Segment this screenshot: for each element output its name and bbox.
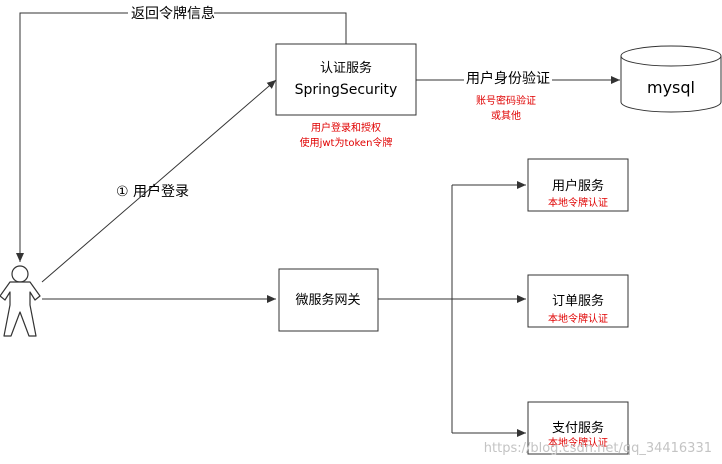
order-service-note: 本地令牌认证	[548, 312, 608, 325]
gateway-node: 微服务网关	[278, 268, 379, 332]
order-service-label: 订单服务	[552, 293, 604, 309]
user-service-node: 用户服务 本地令牌认证	[527, 158, 629, 212]
mysql-label: mysql	[647, 78, 695, 97]
identity-verify-label: 用户身份验证	[466, 70, 550, 87]
auth-service-note-2: 使用jwt为token令牌	[300, 136, 393, 149]
auth-service-subtitle: SpringSecurity	[295, 82, 398, 98]
auth-service-note-1: 用户登录和授权	[311, 121, 381, 134]
user-actor-icon	[0, 265, 41, 337]
login-line	[41, 79, 277, 283]
watermark-text: https://blog.csdn.net/qq_34416331	[484, 441, 712, 456]
auth-service-node: 认证服务 SpringSecurity	[275, 43, 417, 116]
return-token-label: 返回令牌信息	[131, 5, 215, 22]
pay-service-node: 支付服务 本地令牌认证	[527, 401, 629, 455]
pay-service-label: 支付服务	[552, 420, 604, 436]
gateway-label: 微服务网关	[295, 292, 360, 308]
mysql-database-node: mysql	[620, 45, 722, 113]
order-service-node: 订单服务 本地令牌认证	[527, 274, 629, 328]
user-service-label: 用户服务	[552, 178, 604, 194]
account-password-note: 账号密码验证	[476, 94, 536, 107]
user-service-note: 本地令牌认证	[548, 196, 608, 209]
user-login-label: ① 用户登录	[116, 183, 189, 200]
auth-service-title: 认证服务	[320, 60, 372, 76]
pay-service-note: 本地令牌认证	[548, 436, 608, 449]
or-other-note: 或其他	[491, 109, 521, 122]
